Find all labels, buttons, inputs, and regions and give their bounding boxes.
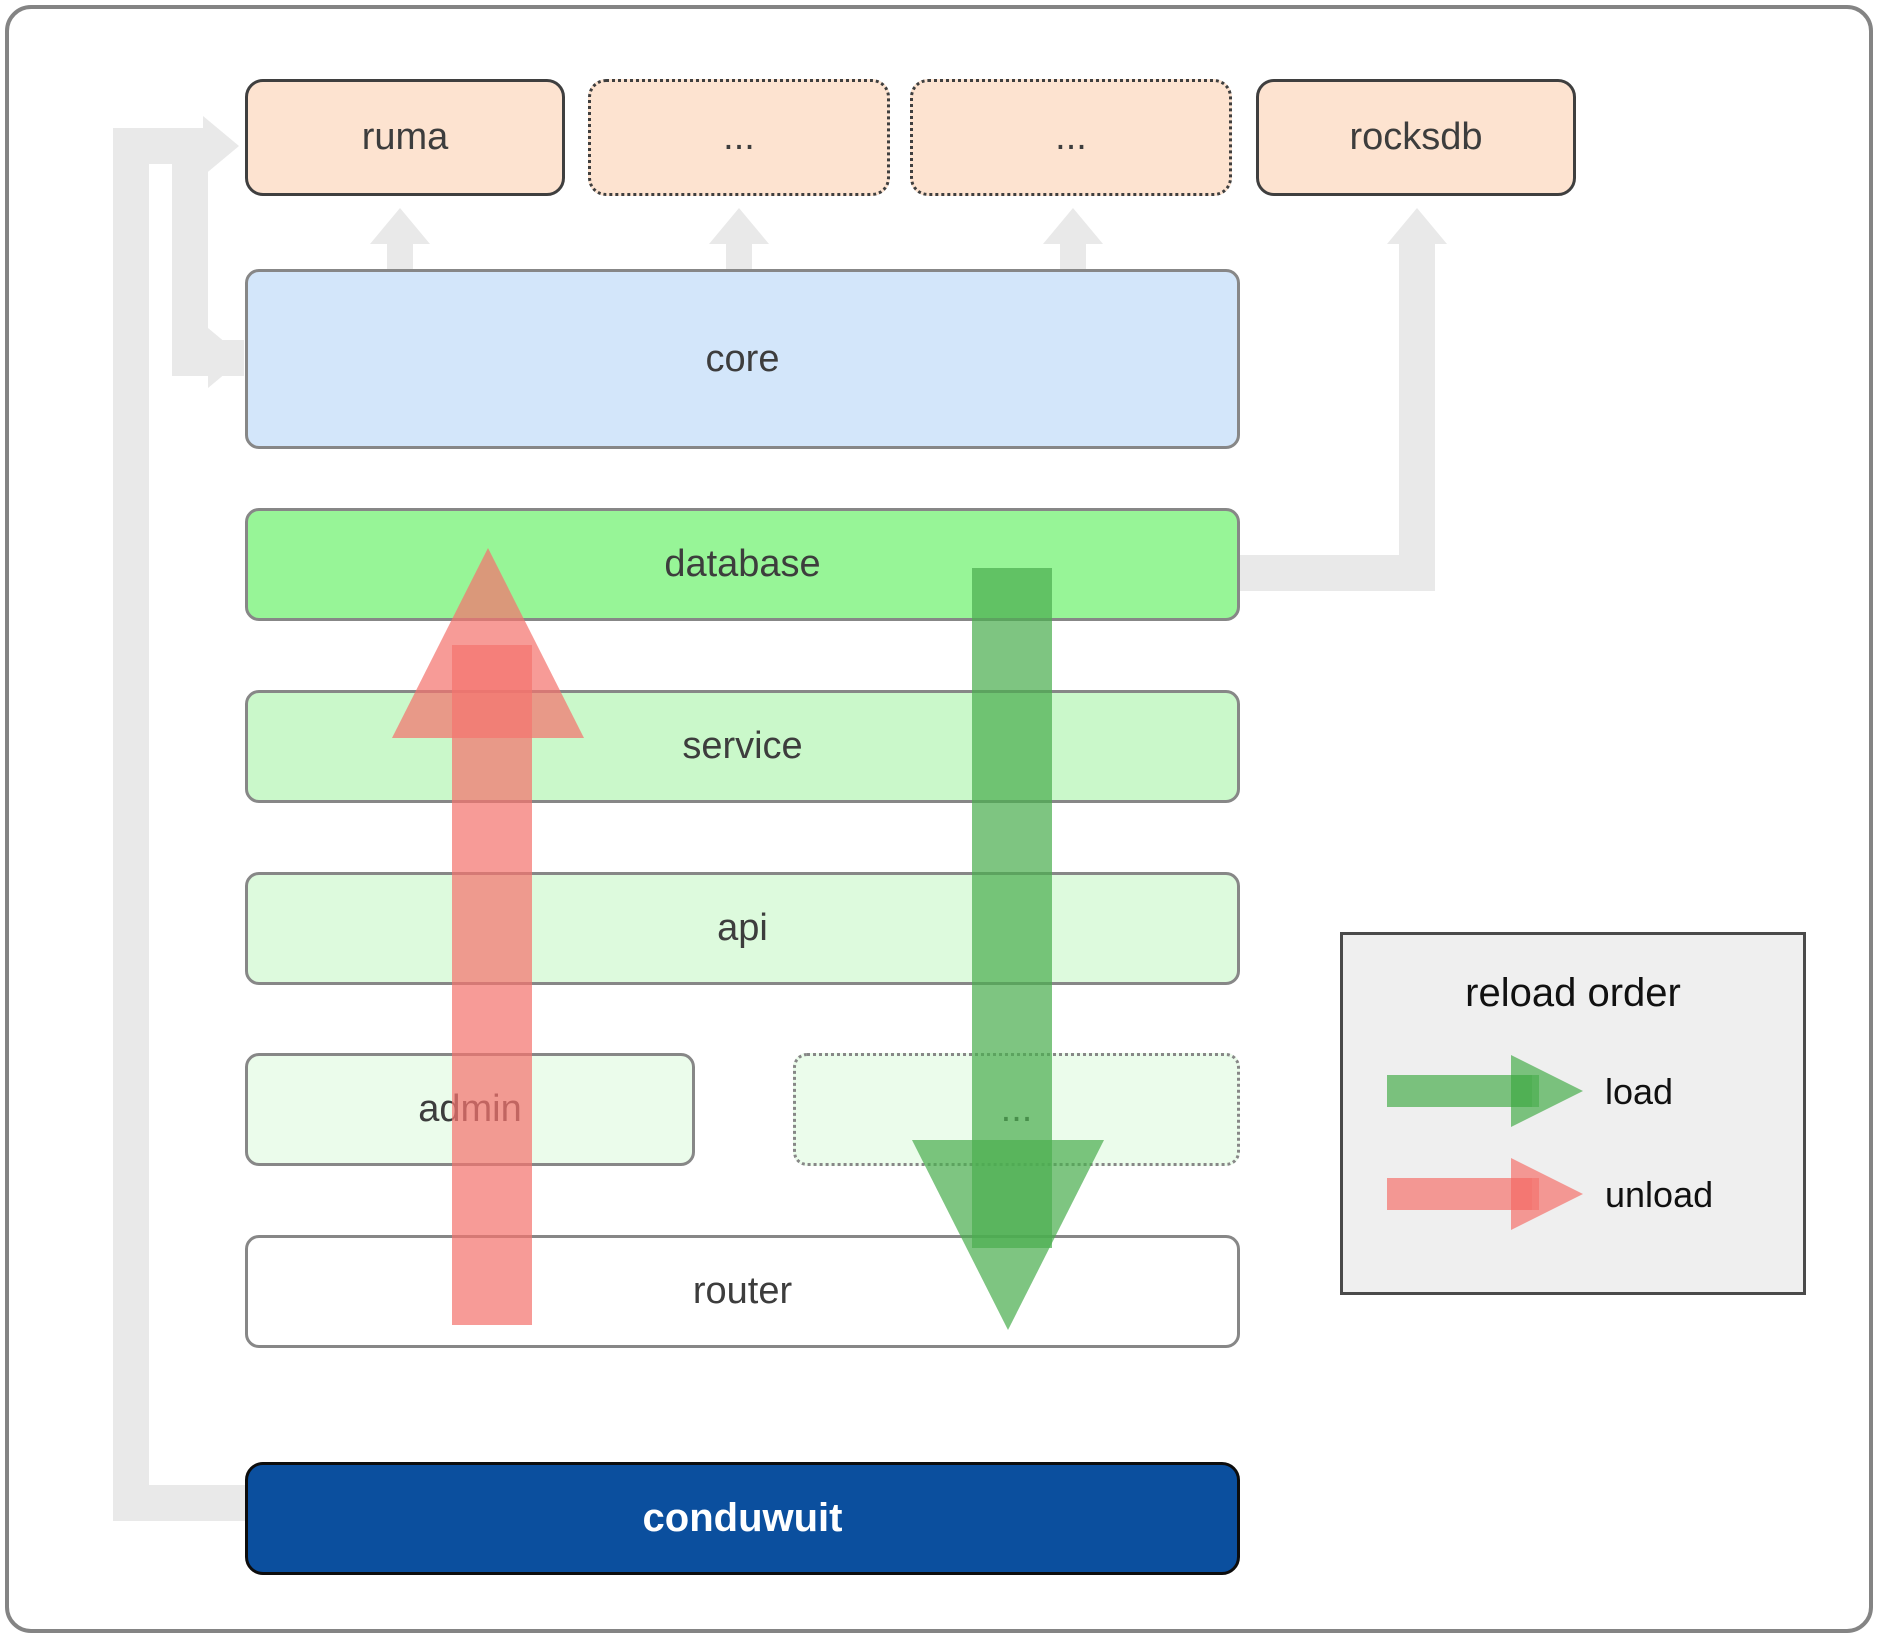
dependency-box-rocksdb[interactable]: rocksdb	[1256, 79, 1576, 196]
dependency-label: ruma	[361, 116, 449, 158]
dependency-box-ellipsis-1[interactable]: ...	[588, 79, 890, 196]
dependency-label: ...	[1055, 116, 1087, 158]
connector-arrow-ruma	[203, 116, 239, 176]
legend-load-core	[1511, 1075, 1539, 1107]
legend-load-shaft	[1387, 1075, 1532, 1107]
root-label: conduwuit	[642, 1496, 843, 1540]
unload-arrow-head	[392, 548, 584, 738]
connector-arrow-core	[208, 328, 244, 388]
connector-trunk-left	[113, 128, 149, 1521]
dependency-box-ruma[interactable]: ruma	[245, 79, 565, 196]
stack-label: database	[664, 543, 821, 585]
stack-label: service	[682, 725, 803, 767]
load-arrow-head	[912, 1140, 1104, 1330]
diagram-frame	[5, 5, 1873, 1633]
stack-box-service[interactable]: service	[245, 690, 1240, 803]
legend-title: reload order	[1465, 971, 1681, 1015]
connector-db-to-rocksdb-v	[1399, 238, 1435, 591]
connector-arrow-core-dep3	[1043, 208, 1103, 244]
legend-panel: reload order load unload	[1340, 932, 1806, 1295]
stack-box-api[interactable]: api	[245, 872, 1240, 985]
root-box-conduwuit[interactable]: conduwuit	[245, 1462, 1240, 1575]
legend-unload-shaft	[1387, 1178, 1532, 1210]
stack-label: router	[692, 1270, 793, 1312]
stack-label: api	[717, 907, 768, 949]
connector-arrow-rocksdb	[1387, 208, 1447, 244]
connector-db-to-rocksdb-h	[1240, 555, 1418, 591]
legend-unload-label: unload	[1605, 1174, 1714, 1215]
stack-box-core[interactable]: core	[245, 269, 1240, 449]
unload-arrow-shaft	[452, 645, 532, 1325]
dependency-label: rocksdb	[1349, 116, 1483, 158]
connector-arrow-core-dep2	[709, 208, 769, 244]
load-arrow-shaft	[972, 568, 1052, 1248]
connector-to-conduwuit	[113, 1485, 253, 1521]
legend-load-label: load	[1605, 1071, 1674, 1112]
stack-label: core	[705, 337, 780, 380]
dependency-label: ...	[723, 116, 755, 158]
connector-arrow-core-ruma	[370, 208, 430, 244]
legend-unload-core	[1511, 1178, 1539, 1210]
connector-stub-core	[172, 128, 208, 350]
dependency-box-ellipsis-2[interactable]: ...	[910, 79, 1232, 196]
